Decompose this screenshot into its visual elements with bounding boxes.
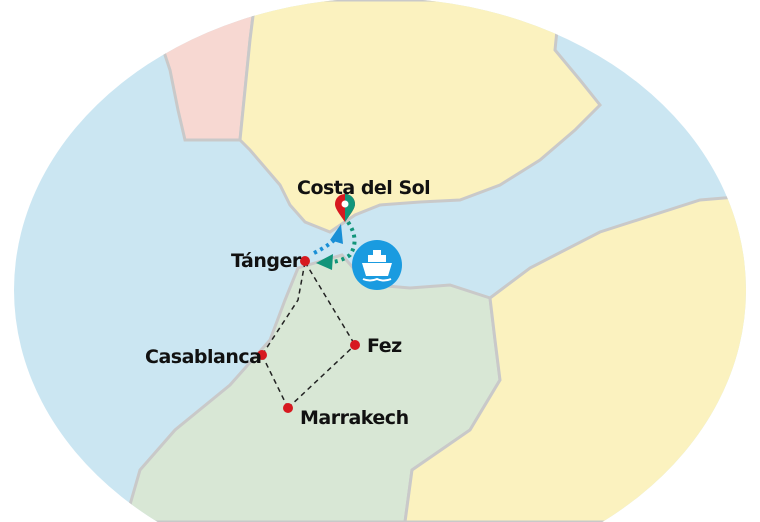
land-route-marrakech-fez — [287, 344, 356, 409]
ship-icon — [352, 240, 402, 290]
ferry-route-outbound — [313, 236, 338, 255]
city-label-costa-del-sol: Costa del Sol — [297, 177, 430, 199]
city-label-casablanca: Casablanca — [145, 346, 261, 368]
city-label-tanger: Tánger — [231, 250, 302, 272]
city-dot-fez[interactable] — [350, 340, 360, 350]
land-route-tanger-casablanca — [261, 261, 306, 356]
land-route-tanger-fez — [304, 261, 356, 346]
map-pin-icon[interactable] — [335, 194, 355, 222]
city-dot-tanger[interactable] — [300, 256, 310, 266]
city-label-marrakech: Marrakech — [300, 407, 409, 429]
algeria — [403, 193, 746, 522]
ferry-route-return — [329, 220, 357, 264]
land-route-casablanca-marrakech — [261, 354, 289, 409]
arrow-left-icon — [316, 254, 333, 270]
city-dot-marrakech[interactable] — [283, 403, 293, 413]
arrow-up-icon — [330, 224, 343, 244]
city-dot-casablanca[interactable] — [257, 350, 267, 360]
spain — [238, 0, 603, 234]
city-label-fez: Fez — [367, 335, 402, 357]
